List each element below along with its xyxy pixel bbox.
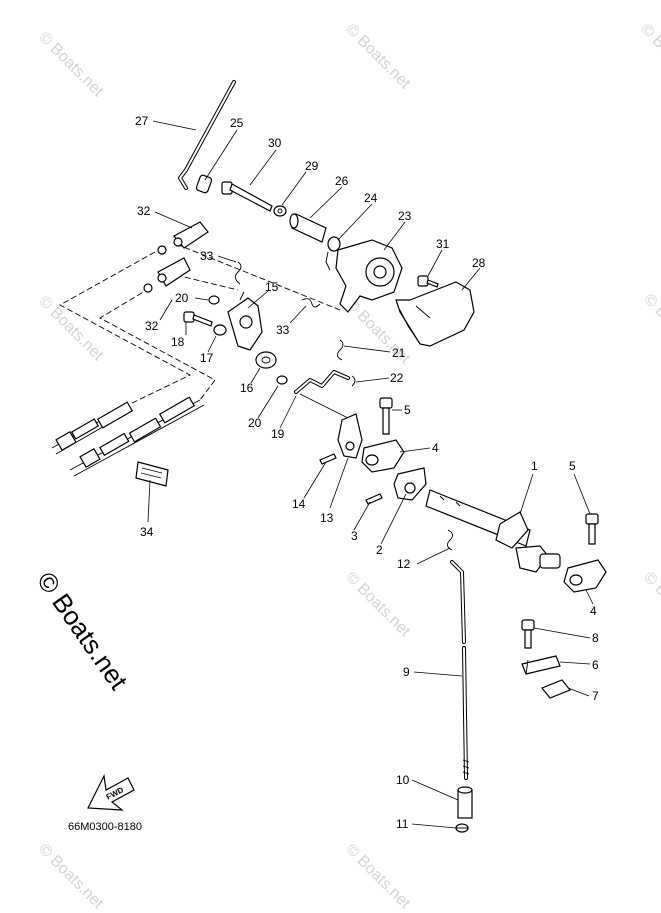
clip-21 [337,339,344,361]
bolt-8 [521,619,535,649]
watermark: © Boats.net [35,841,107,913]
callout-28: 28 [472,256,486,270]
clamp-4-upper [361,439,405,473]
callout-18: 18 [171,335,185,349]
callout-33-upper: 33 [200,249,214,263]
watermark: © Boats.net [637,21,661,93]
callout-8: 8 [592,631,599,645]
clip-33-upper [235,261,242,285]
callout-16: 16 [240,381,254,395]
callouts: 27 25 30 29 26 24 23 31 28 32 33 20 15 3… [135,114,599,831]
cable-label-tag [135,461,169,487]
callout-10: 10 [396,773,410,787]
callout-32-upper: 32 [137,204,151,218]
washer-20-upper [208,295,220,305]
callout-20-lower: 20 [248,416,262,430]
remote-cables [51,396,205,477]
plate-6 [521,655,561,675]
plate-7 [541,679,571,699]
clip-22 [351,375,356,387]
watermark: © Boats.net [640,569,661,641]
clip-33-lower [301,298,321,308]
pin-3 [365,493,383,505]
callout-7: 7 [592,689,599,703]
watermarks: © Boats.net © Boats.net © Boats.net © Bo… [35,21,661,913]
callout-2: 2 [376,543,383,557]
watermark: © Boats.net [35,293,107,365]
shift-lever-15 [227,291,263,351]
callout-17: 17 [200,351,214,365]
callout-19: 19 [271,427,285,441]
callout-34: 34 [140,525,154,539]
shift-rod-9 [450,560,470,780]
callout-11: 11 [396,817,409,831]
bolt-5-upper [379,397,393,435]
callout-26: 26 [335,174,349,188]
washer-17 [213,324,227,336]
joint-25 [195,174,213,194]
bolt-5-lower [585,513,599,545]
shift-shaft-1 [425,489,561,573]
copyright-watermark: © Boats.net [31,566,134,695]
cable-routing [59,243,341,406]
watermark: © Boats.net [35,29,107,101]
shift-arm-2 [393,467,427,501]
clip-11 [455,823,469,833]
cable-joint-32-upper [157,221,209,255]
watermark: © Boats.net [640,291,661,363]
callout-20-upper: 20 [175,291,189,305]
bolt-30 [221,181,273,212]
collar-16 [255,351,277,369]
cable-joint-32-lower [143,257,191,293]
callout-13: 13 [320,511,334,525]
callout-5-upper: 5 [404,403,411,417]
callout-25: 25 [230,116,244,130]
bolt-18 [183,311,213,327]
callout-9: 9 [403,665,410,679]
watermark: © Boats.net [342,569,414,641]
callout-15: 15 [265,280,279,294]
callout-32-lower: 32 [145,319,159,333]
callout-31: 31 [436,237,450,251]
callout-4-upper: 4 [432,441,439,455]
callout-24: 24 [364,191,378,205]
spacer-10 [457,786,473,819]
callout-14: 14 [292,497,306,511]
forward-arrow-icon: FWD [87,774,135,811]
throttle-cam-23 [325,239,403,313]
callout-27: 27 [135,114,149,128]
callout-21: 21 [392,346,406,360]
leader-lines [147,120,594,829]
washer-29 [273,205,287,217]
callout-3: 3 [351,529,358,543]
washer-24 [327,236,341,252]
watermark: © Boats.net [342,21,414,93]
diagram-code: 66M0300-8180 [68,821,142,833]
callout-4-lower: 4 [590,604,597,618]
callout-30: 30 [268,136,282,150]
callout-6: 6 [592,658,599,672]
watermark: © Boats.net [342,841,414,913]
pin-14 [319,453,337,465]
bracket-28 [395,281,475,347]
clip-12 [447,529,453,551]
lever-13 [337,413,363,459]
screw-31 [417,275,439,288]
callout-29: 29 [305,159,319,173]
washer-20-lower [276,375,288,385]
callout-23: 23 [398,209,412,223]
callout-5-lower: 5 [569,459,576,473]
callout-12: 12 [397,557,411,571]
callout-1: 1 [531,459,538,473]
clamp-4-lower [563,559,607,593]
callout-33-lower: 33 [276,323,290,337]
collar-26 [289,213,327,243]
callout-22: 22 [390,371,404,385]
